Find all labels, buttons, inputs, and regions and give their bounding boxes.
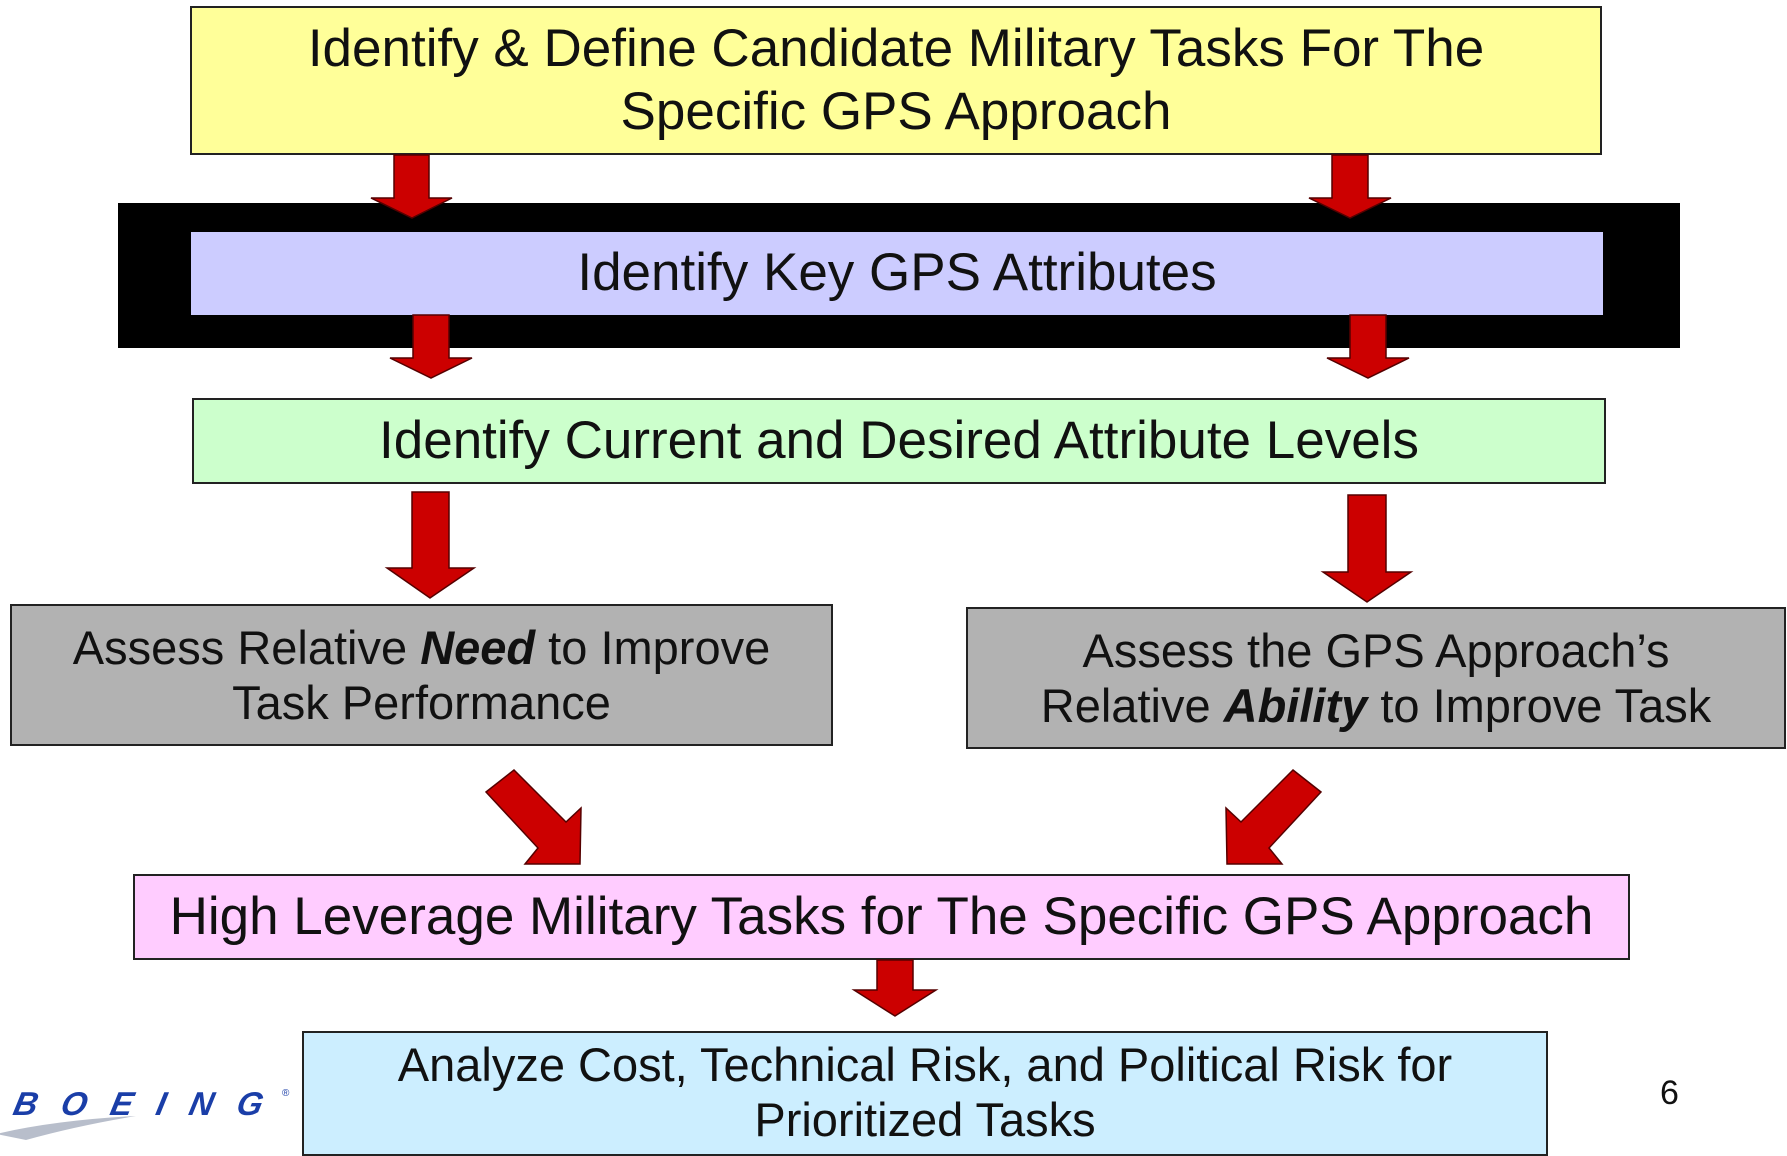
step-assess-ability-text-after: to Improve Task xyxy=(1367,679,1712,732)
step-assess-need-emphasis: Need xyxy=(420,620,536,674)
step-assess-ability-label: Assess the GPS Approach’s Relative Abili… xyxy=(1041,623,1711,734)
boeing-logo: BOEING ® xyxy=(0,1086,290,1140)
arrow-down-icon xyxy=(1308,154,1392,219)
arrow-down-icon xyxy=(851,959,939,1017)
arrow-diagonal-down-left-icon xyxy=(1225,768,1323,865)
step-identify-define-tasks-label: Identify & Define Candidate Military Tas… xyxy=(307,18,1485,141)
step-assess-need-text-after: to Improve Task Performance xyxy=(232,620,771,729)
step-identify-gps-attributes: Identify Key GPS Attributes xyxy=(191,232,1603,315)
step-assess-ability: Assess the GPS Approach’s Relative Abili… xyxy=(966,607,1786,749)
arrow-down-icon xyxy=(370,154,453,219)
arrow-down-icon xyxy=(1326,314,1410,379)
step-assess-ability-line1: Assess the GPS Approach’s xyxy=(1082,623,1670,677)
step-assess-need-label: Assess Relative Need to Improve Task Per… xyxy=(62,620,782,731)
arrow-down-icon xyxy=(384,491,477,599)
step-assess-ability-emphasis: Ability xyxy=(1223,679,1368,732)
svg-text:®: ® xyxy=(282,1088,290,1099)
step-assess-need: Assess Relative Need to Improve Task Per… xyxy=(10,604,833,746)
step-identify-attribute-levels-label: Identify Current and Desired Attribute L… xyxy=(379,410,1419,470)
step-high-leverage-tasks: High Leverage Military Tasks for The Spe… xyxy=(133,874,1630,960)
arrow-diagonal-down-right-icon xyxy=(484,768,582,865)
page-number: 6 xyxy=(1660,1074,1679,1112)
step-identify-gps-attributes-label: Identify Key GPS Attributes xyxy=(577,243,1217,303)
step-identify-define-tasks: Identify & Define Candidate Military Tas… xyxy=(190,6,1602,155)
arrow-down-icon xyxy=(389,314,473,379)
arrow-down-icon xyxy=(1320,494,1414,603)
boeing-logo-text: BOEING xyxy=(10,1086,270,1123)
step-high-leverage-tasks-label: High Leverage Military Tasks for The Spe… xyxy=(169,886,1594,946)
step-analyze-cost-risk-label: Analyze Cost, Technical Risk, and Politi… xyxy=(397,1038,1453,1147)
step-assess-need-text-before: Assess Relative xyxy=(72,620,421,674)
step-analyze-cost-risk: Analyze Cost, Technical Risk, and Politi… xyxy=(302,1031,1548,1156)
step-identify-attribute-levels: Identify Current and Desired Attribute L… xyxy=(192,398,1606,484)
step-assess-ability-text-before: Relative xyxy=(1040,679,1224,732)
